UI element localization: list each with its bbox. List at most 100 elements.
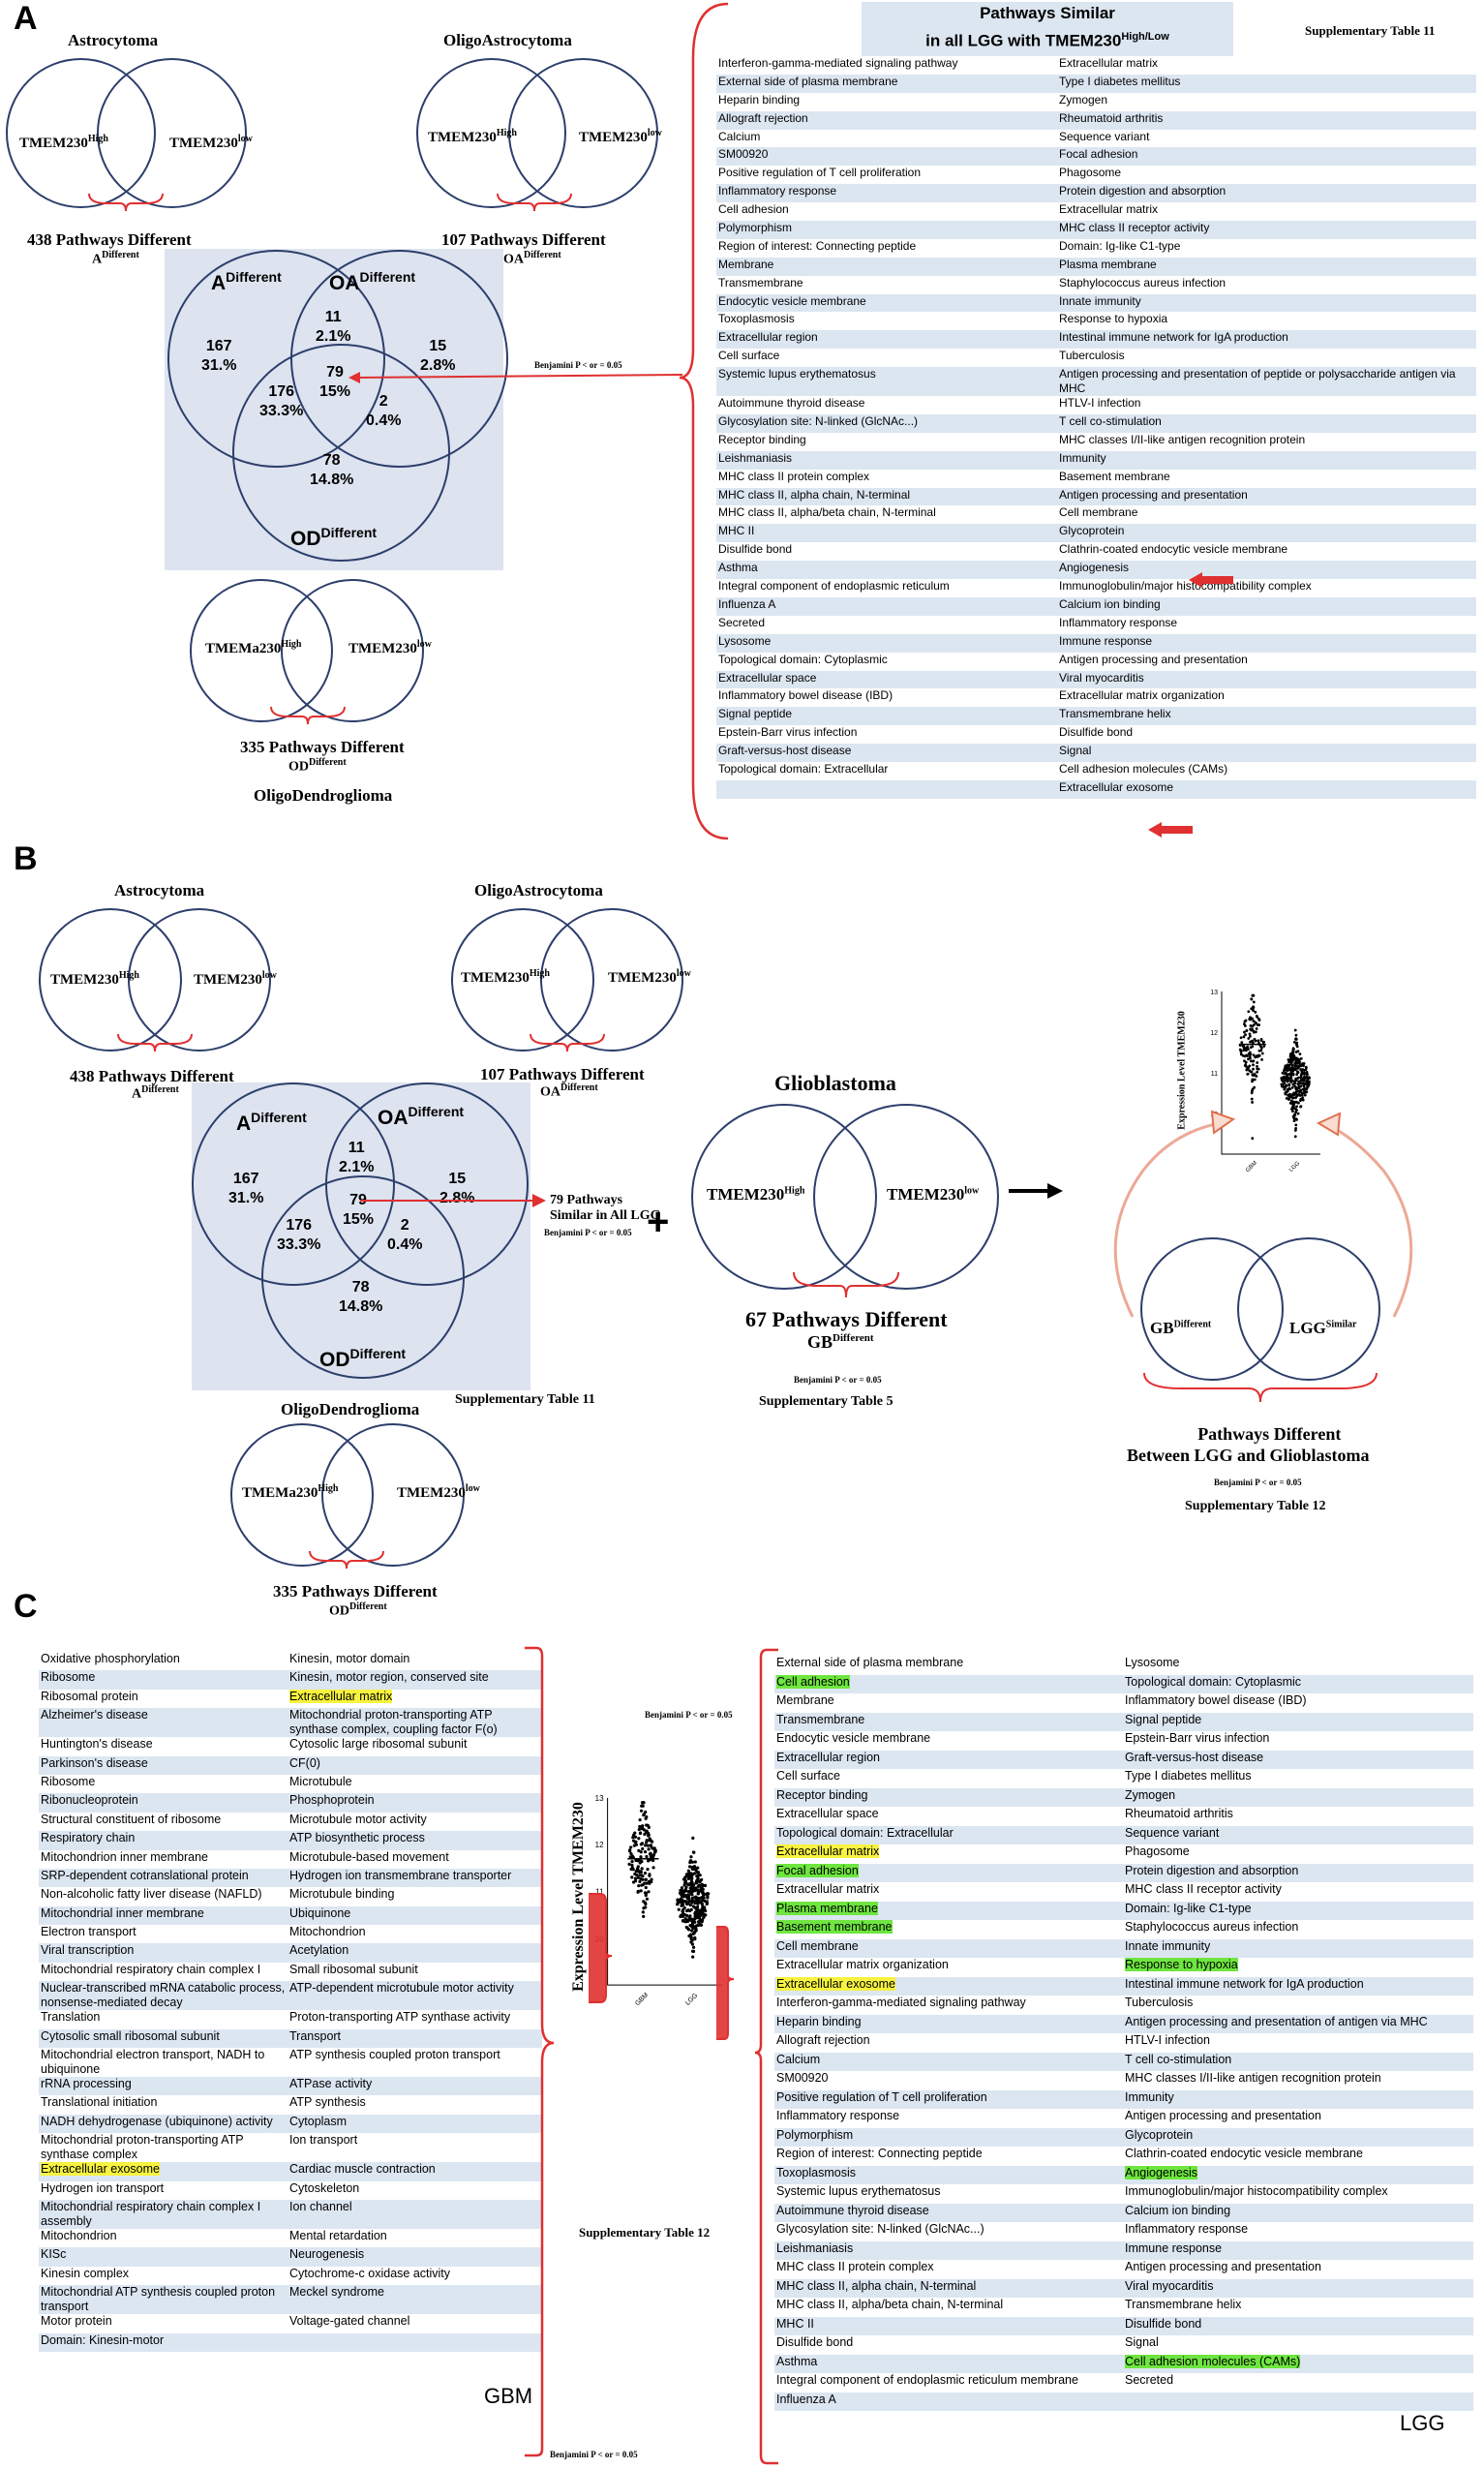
scatter-point [1243, 1020, 1247, 1023]
table-cell: Cell adhesion molecules (CAMs) [1123, 2354, 1473, 2374]
scatter-point [691, 1888, 695, 1892]
scatter-point [1260, 1057, 1263, 1061]
scatter-point [702, 1906, 707, 1910]
cell-text: Antigen processing and presentation of a… [1125, 2014, 1428, 2028]
scatter-point [696, 1884, 700, 1889]
scatter-point [1293, 1117, 1296, 1121]
scatter-point [692, 1864, 697, 1869]
scatter-point [1288, 1058, 1291, 1062]
scatter-point [1295, 1086, 1299, 1089]
scatter-point [1294, 1123, 1298, 1127]
table-cell: Innate immunity [1123, 1939, 1473, 1959]
cell-text: Clathrin-coated endocytic vesicle membra… [1059, 542, 1288, 557]
scatter-point [687, 1865, 692, 1869]
panel-label-a: A [14, 0, 38, 37]
cell-text: Mental retardation [289, 2228, 387, 2242]
oa-different-label: OADifferent [503, 250, 561, 267]
table-cell: Cell adhesion [716, 202, 1057, 221]
table-cell: Staphylococcus aureus infection [1123, 1920, 1473, 1939]
table-cell: Ribosomal protein [39, 1690, 288, 1708]
supp-table-12: Supplementary Table 12 [579, 2225, 711, 2240]
y-tick-label: 13 [1210, 990, 1218, 996]
table-cell: Positive regulation of T cell proliferat… [716, 166, 1057, 184]
scatter-point [1291, 1072, 1295, 1076]
scatter-point [1299, 1073, 1303, 1077]
cell-text: T cell co-stimulation [1125, 2052, 1232, 2066]
table-cell: Inflammatory bowel disease (IBD) [716, 688, 1057, 707]
scatter-point [696, 1871, 701, 1875]
venn-circle-od [261, 1175, 465, 1379]
cell-text: Mitochondrion inner membrane [41, 1849, 209, 1864]
table-cell: Extracellular region [716, 330, 1057, 349]
cell-text: Secreted [718, 615, 766, 629]
cell-text: Extracellular matrix organization [776, 1958, 949, 1971]
scatter-point [684, 1908, 689, 1913]
scatter-point [645, 1854, 649, 1859]
scatter-point [631, 1868, 635, 1872]
cell-text: NADH dehydrogenase (ubiquinone) activity [41, 2114, 273, 2128]
scatter-point [628, 1855, 632, 1859]
table-row: Mitochondrial ATP synthesis coupled prot… [39, 2285, 542, 2315]
scatter-point [1247, 1048, 1250, 1051]
scatter-point [1305, 1081, 1309, 1084]
table-cell: MHC class II protein complex [774, 2260, 1123, 2279]
gb-pathway-count: 67 Pathways Different [745, 1307, 948, 1331]
scatter-point [702, 1896, 706, 1900]
y-tick-label: 11 [595, 1888, 604, 1897]
scatter-point [636, 1859, 640, 1863]
table-cell: Disulfide bond [1057, 725, 1476, 744]
cell-text: Extracellular matrix [1059, 202, 1159, 217]
cell-text: Plasma membrane [776, 1901, 878, 1915]
scatter-point [1251, 1101, 1254, 1104]
arrow-angiogenesis [1189, 572, 1233, 588]
table-cell: Domain: Kinesin-motor [39, 2333, 288, 2352]
cell-text: MHC class II protein complex [776, 2260, 934, 2273]
cell-text: Glycosylation site: N-linked (GlcNAc...) [776, 2222, 984, 2236]
scatter-point [694, 1895, 698, 1899]
scatter-point [1246, 1072, 1250, 1076]
scatter-point [693, 1917, 697, 1921]
cell-text: Allograft rejection [776, 2033, 870, 2047]
cell-text: Cytosolic small ribosomal subunit [41, 2028, 220, 2043]
table-cell: Intestinal immune network for IgA produc… [1123, 1977, 1473, 1997]
table-cell: Immunity [1123, 2090, 1473, 2110]
table-cell: Antigen processing and presentation of a… [1123, 2015, 1473, 2034]
table-cell: External side of plasma membrane [774, 1656, 1123, 1675]
scatter-point [702, 1915, 706, 1920]
table-cell: NADH dehydrogenase (ubiquinone) activity [39, 2115, 288, 2133]
scatter-point [681, 1919, 685, 1923]
scatter-point [645, 1881, 649, 1885]
table-cell: Interferon-gamma-mediated signaling path… [716, 56, 1057, 75]
scatter-point [652, 1846, 656, 1850]
chart-axis [1221, 991, 1320, 1155]
scatter-point [1282, 1076, 1286, 1080]
cell-text: Extracellular region [776, 1750, 880, 1764]
table-cell: Alzheimer's disease [39, 1708, 288, 1737]
scatter-point [644, 1816, 648, 1820]
cell-text: Immunity [1059, 450, 1106, 465]
table-row: Extracellular exosome [716, 779, 1476, 799]
table-cell: Type I diabetes mellitus [1123, 1769, 1473, 1788]
scatter-point [1307, 1076, 1311, 1080]
cell-text: SM00920 [718, 147, 769, 162]
scatter-point [1285, 1090, 1288, 1094]
table-cell: Heparin binding [774, 2015, 1123, 2034]
cell-text: Signal [1059, 744, 1092, 758]
scatter-point [639, 1876, 643, 1881]
gbm-label: GBM [484, 2384, 533, 2408]
table-cell: Positive regulation of T cell proliferat… [774, 2090, 1123, 2110]
table-cell: Microtubule motor activity [288, 1813, 542, 1831]
benjamini-note: Benjamini P < or = 0.05 [544, 1228, 632, 1237]
scatter-point [1245, 1028, 1249, 1032]
